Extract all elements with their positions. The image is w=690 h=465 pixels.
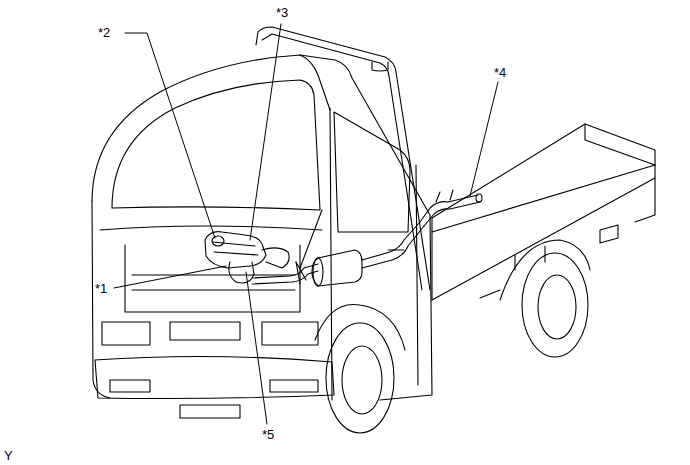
callout-number: *4 [494,66,506,79]
figure-code: Y [4,449,13,462]
callout-number: *1 [95,282,107,295]
callout-number: *5 [262,428,274,441]
callout-number: *2 [98,26,110,39]
callout-number: *3 [276,6,288,19]
